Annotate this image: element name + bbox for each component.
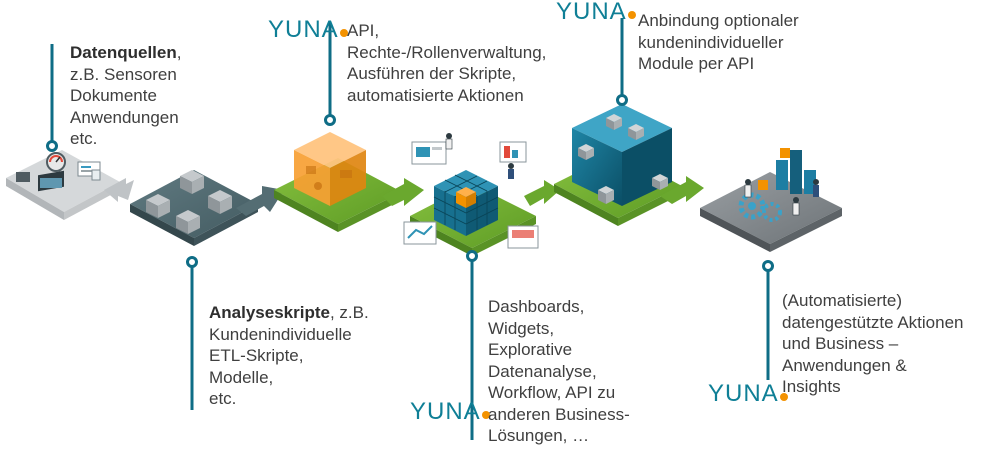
yuna-logo-dashboards: YUNA <box>410 400 490 424</box>
analyseskripte-text: Analyseskripte, z.B. Kundenindividuelle … <box>209 303 369 408</box>
anbindung-text: Anbindung optionaler kundenindividueller… <box>638 11 799 73</box>
logo-dot-icon <box>339 29 348 37</box>
datenquellen-text: Datenquellen, z.B. Sensoren Dokumente An… <box>70 43 182 148</box>
yuna-logo-anbindung: YUNA <box>556 0 636 24</box>
logo-dot-icon <box>481 411 490 419</box>
datenquellen-title: Datenquellen <box>70 43 177 62</box>
connectors <box>50 18 770 440</box>
dot-api <box>324 114 336 126</box>
analyseskripte-title: Analyseskripte <box>209 303 330 322</box>
dot-analyseskripte <box>186 256 198 268</box>
yuna-logo-aktionen: YUNA <box>708 382 788 406</box>
dot-aktionen <box>762 260 774 272</box>
dashboards-platform <box>403 133 560 256</box>
datenquellen-platform <box>6 150 134 220</box>
dot-dashboards <box>466 250 478 262</box>
anbindung-platform <box>554 104 704 226</box>
api-text: API, Rechte-/Rollenverwaltung, Ausführen… <box>347 21 547 105</box>
dot-anbindung <box>616 94 628 106</box>
logo-dot-icon <box>627 11 636 19</box>
dot-datenquellen <box>46 140 58 152</box>
connector-dots <box>46 94 774 272</box>
api-platform <box>274 132 424 232</box>
yuna-logo-api: YUNA <box>268 18 348 42</box>
aktionen-text: (Automatisierte) datengestützte Aktionen… <box>782 291 964 396</box>
logo-dot-icon <box>779 393 788 401</box>
analyseskripte-platform <box>130 170 284 246</box>
dashboards-text: Dashboards, Widgets, Explorative Datenan… <box>488 297 630 445</box>
aktionen-platform <box>700 148 842 252</box>
